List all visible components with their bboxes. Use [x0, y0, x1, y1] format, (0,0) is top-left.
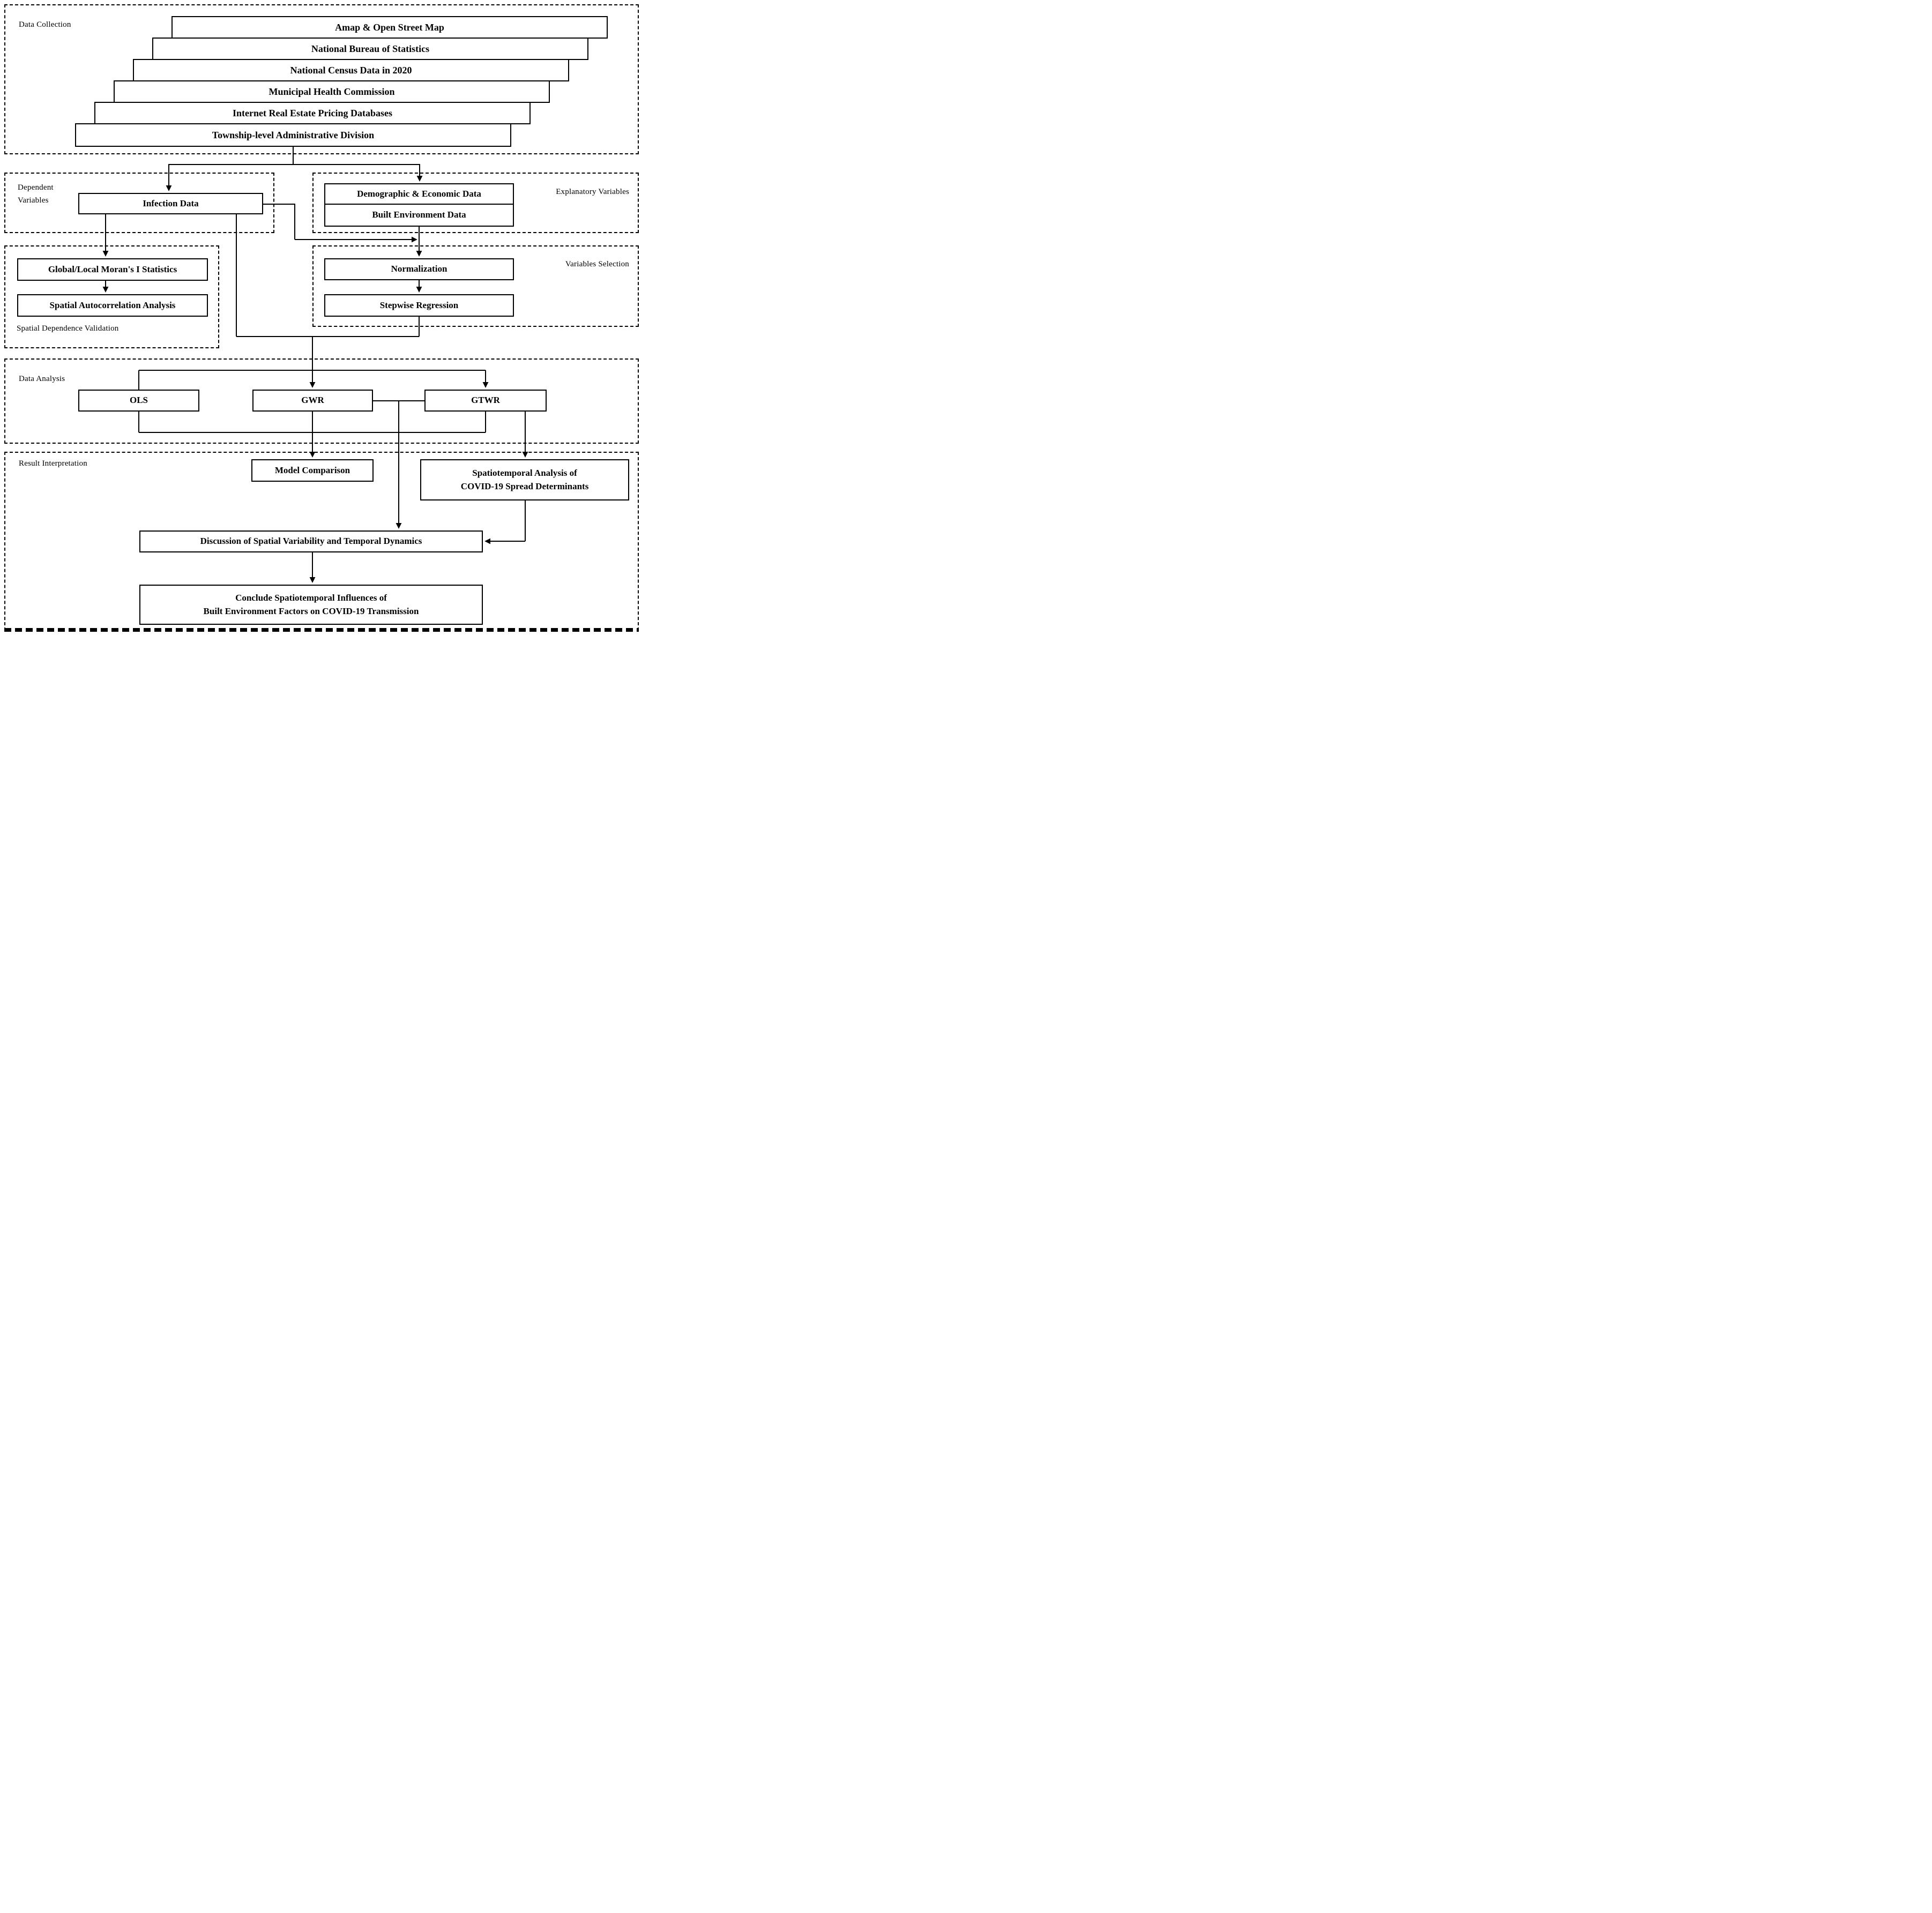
- box-conclusion: Conclude Spatiotemporal Influences of Bu…: [139, 585, 483, 625]
- section-data-analysis: [4, 358, 639, 444]
- box-morans-i-statistics: Global/Local Moran's I Statistics: [17, 258, 208, 281]
- box-infection-data: Infection Data: [78, 193, 263, 214]
- source-box-national-bureau-statistics: National Bureau of Statistics: [152, 38, 588, 60]
- source-box-township-admin-division: Township-level Administrative Division: [75, 123, 511, 147]
- source-box-amap-osm: Amap & Open Street Map: [171, 16, 608, 39]
- box-model-comparison: Model Comparison: [251, 459, 374, 482]
- box-normalization: Normalization: [324, 258, 514, 280]
- section-spatial-dependence-validation: [4, 245, 219, 348]
- section-dependent-variables: [4, 173, 274, 233]
- box-spatiotemporal-analysis: Spatiotemporal Analysis of COVID-19 Spre…: [420, 459, 629, 500]
- label-dependent-variables: Dependent Variables: [18, 181, 77, 207]
- label-result-interpretation: Result Interpretation: [19, 459, 87, 468]
- source-box-national-census-2020: National Census Data in 2020: [133, 59, 569, 81]
- section-result-interpretation: [4, 452, 639, 631]
- label-spatial-dependence-validation: Spatial Dependence Validation: [17, 324, 119, 333]
- source-box-municipal-health-commission: Municipal Health Commission: [114, 80, 550, 103]
- section-variables-selection: [312, 245, 639, 327]
- label-data-collection: Data Collection: [19, 20, 71, 29]
- box-gtwr: GTWR: [424, 390, 547, 412]
- box-discussion: Discussion of Spatial Variability and Te…: [139, 530, 483, 552]
- label-explanatory-variables: Explanatory Variables: [556, 188, 629, 196]
- spatiotemporal-line1: Spatiotemporal Analysis of: [472, 467, 577, 478]
- box-gwr: GWR: [252, 390, 373, 412]
- box-ols: OLS: [78, 390, 199, 412]
- box-built-environment-data: Built Environment Data: [324, 204, 514, 227]
- figure-bottom-border: [4, 628, 639, 632]
- box-stepwise-regression: Stepwise Regression: [324, 294, 514, 317]
- section-explanatory-variables: [312, 173, 639, 233]
- flowchart-canvas: Data Collection Dependent Variables Expl…: [0, 0, 643, 639]
- label-dependent-line2: Variables: [18, 196, 49, 205]
- label-dependent-line1: Dependent: [18, 183, 54, 192]
- conclusion-line1: Conclude Spatiotemporal Influences of: [235, 592, 387, 603]
- source-box-real-estate-pricing: Internet Real Estate Pricing Databases: [94, 102, 531, 124]
- conclusion-line2: Built Environment Factors on COVID-19 Tr…: [203, 606, 419, 616]
- label-data-analysis: Data Analysis: [19, 375, 65, 383]
- box-demographic-economic-data: Demographic & Economic Data: [324, 183, 514, 205]
- section-data-collection: [4, 4, 639, 154]
- label-variables-selection: Variables Selection: [565, 260, 629, 268]
- box-spatial-autocorrelation: Spatial Autocorrelation Analysis: [17, 294, 208, 317]
- spatiotemporal-line2: COVID-19 Spread Determinants: [460, 481, 589, 491]
